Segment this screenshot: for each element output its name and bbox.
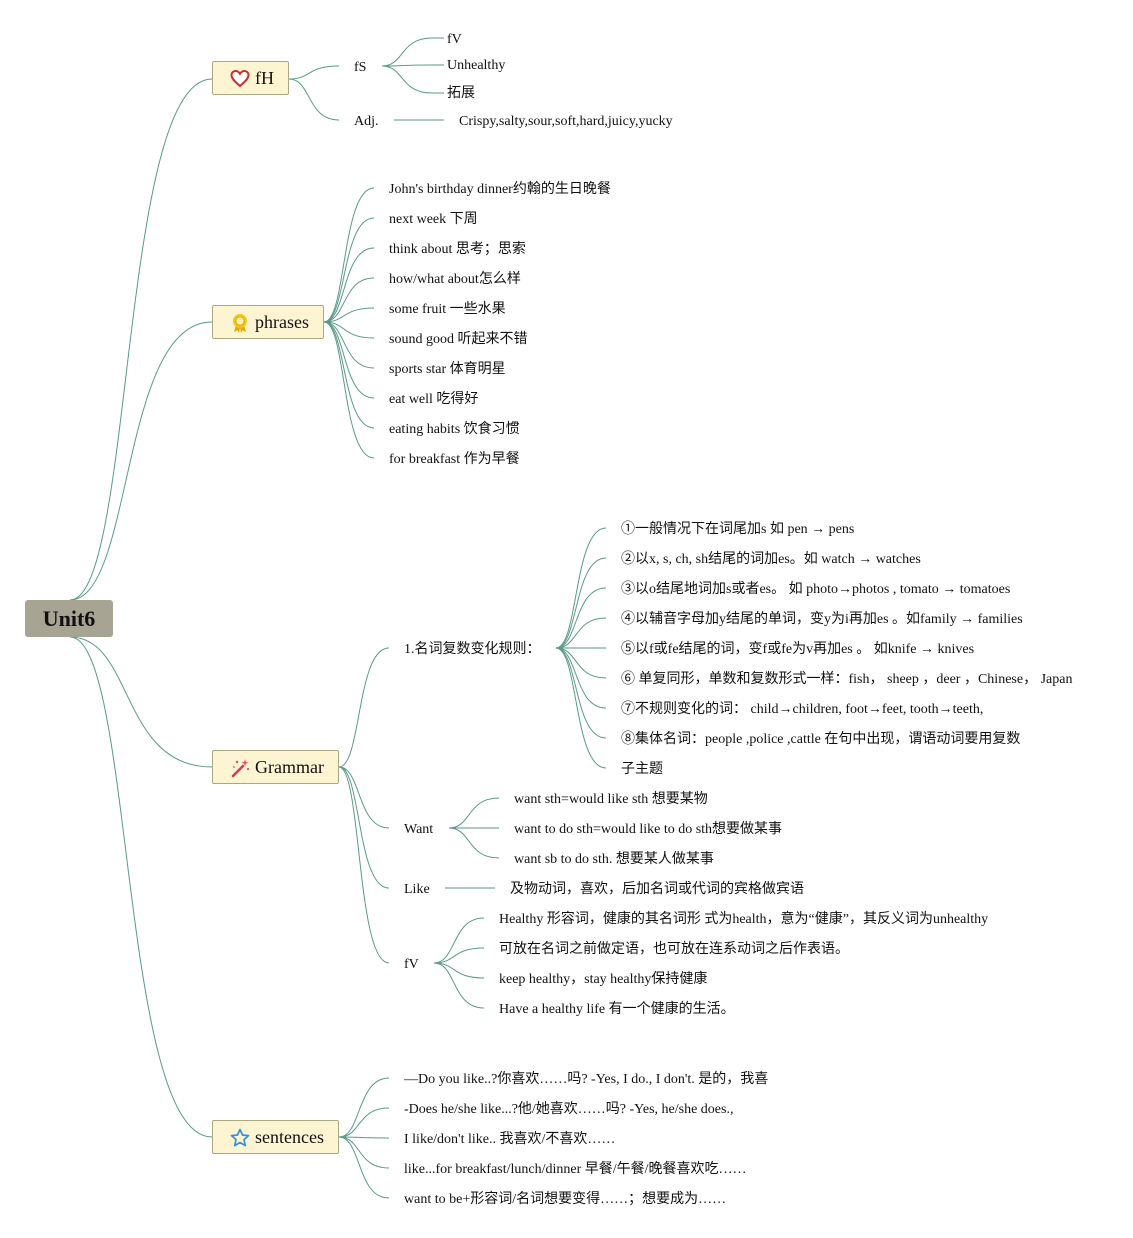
branch-label: phrases	[255, 312, 309, 332]
plural-rule-item[interactable]: ④以辅音字母加y结尾的单词，变y为i再加es 。如family → famili…	[621, 612, 1023, 627]
plural-rule-item[interactable]: 子主题	[621, 762, 663, 777]
connector-line	[338, 1136, 390, 1139]
want-item[interactable]: want sb to do sth. 想要某人做某事	[514, 852, 714, 867]
connector-line	[69, 636, 213, 1138]
connector-line	[433, 947, 485, 964]
connector-line	[555, 647, 607, 769]
want-item[interactable]: want sth=would like sth 想要某物	[514, 792, 708, 807]
connector-line	[323, 321, 375, 339]
heart-icon	[230, 69, 250, 88]
connector-line	[69, 636, 213, 768]
branch-label: Grammar	[255, 757, 324, 777]
connector-line	[433, 917, 485, 964]
star-icon	[230, 1128, 250, 1147]
fs-item-unhealthy[interactable]: Unhealthy	[447, 58, 506, 73]
fs-item-extension[interactable]: 拓展	[447, 86, 475, 101]
connector-line	[338, 1136, 390, 1169]
phrase-item[interactable]: some fruit 一些水果	[389, 302, 506, 317]
branch-fh[interactable]: fH	[212, 61, 289, 95]
fv-item[interactable]: Have a healthy life 有一个健康的生活。	[499, 1002, 735, 1017]
magic-wand-icon	[231, 759, 250, 778]
connector-line	[323, 247, 375, 323]
sentence-item[interactable]: like...for breakfast/lunch/dinner 早餐/午餐/…	[404, 1162, 747, 1177]
sentence-item[interactable]: I like/don't like.. 我喜欢/不喜欢……	[404, 1132, 616, 1147]
fv-item[interactable]: keep healthy，stay healthy保持健康	[499, 972, 708, 987]
connector-line	[338, 1077, 390, 1138]
connector-line	[448, 797, 500, 829]
connector-line	[381, 65, 444, 94]
phrase-item[interactable]: sports star 体育明星	[389, 362, 506, 377]
plural-rule-item[interactable]: ⑦不规则变化的词： child→children, foot→feet, too…	[621, 702, 984, 717]
sentence-item[interactable]: —Do you like..?你喜欢……吗? -Yes, I do., I do…	[404, 1072, 769, 1087]
sentence-item[interactable]: want to be+形容词/名词想要变得……；想要成为……	[404, 1192, 727, 1207]
connector-line	[323, 321, 375, 459]
connector-line	[555, 557, 607, 649]
award-ribbon-icon	[233, 314, 247, 333]
fs-label[interactable]: fS	[354, 60, 367, 75]
connector-line	[338, 647, 390, 768]
adj-value[interactable]: Crispy,salty,sour,soft,hard,juicy,yucky	[459, 114, 673, 129]
connector-line	[433, 962, 485, 1009]
phrase-item[interactable]: John's birthday dinner约翰的生日晚餐	[389, 182, 611, 197]
phrase-item[interactable]: for breakfast 作为早餐	[389, 452, 520, 467]
branch-grammar[interactable]: Grammar	[212, 750, 339, 784]
connector-line	[433, 962, 485, 979]
connector-line	[555, 647, 607, 679]
root-node[interactable]: Unit6	[25, 600, 113, 637]
phrase-item[interactable]: next week 下周	[389, 212, 478, 227]
want-item[interactable]: want to do sth=would like to do sth想要做某事	[514, 822, 783, 837]
branch-label: sentences	[255, 1127, 324, 1147]
plural-rule-item[interactable]: ⑧集体名词：people ,police ,cattle 在句中出现，谓语动词要…	[621, 732, 1021, 747]
plural-rule-item[interactable]: ⑤以f或fe结尾的词，变f或fe为v再加es 。 如knife → knives	[621, 642, 975, 657]
connector-line	[555, 647, 607, 709]
phrase-item[interactable]: eat well 吃得好	[389, 392, 479, 407]
fs-item-fv[interactable]: fV	[447, 32, 462, 47]
branch-label: fH	[255, 68, 274, 88]
connector-line	[381, 37, 444, 67]
phrase-item[interactable]: how/what about怎么样	[389, 272, 521, 287]
branch-sentences[interactable]: sentences	[212, 1120, 339, 1154]
connector-line	[448, 827, 500, 859]
sentence-item[interactable]: -Does he/she like...?他/她喜欢……吗? -Yes, he/…	[404, 1102, 734, 1117]
connector-line	[338, 1136, 390, 1199]
branch-phrases[interactable]: phrases	[212, 305, 324, 339]
adj-label[interactable]: Adj.	[354, 114, 379, 129]
connector-line	[338, 766, 390, 829]
connector-line	[555, 617, 607, 649]
connector-line	[381, 64, 444, 67]
plural-rule-item[interactable]: ①一般情况下在词尾加s 如 pen → pens	[621, 522, 855, 537]
connector-line	[338, 766, 390, 889]
plural-rule-item[interactable]: ⑥ 单复同形，单数和复数形式一样：fish， sheep ，deer ，Chin…	[621, 672, 1073, 687]
want-label[interactable]: Want	[404, 822, 434, 837]
fv-label[interactable]: fV	[404, 957, 419, 972]
connector-line	[323, 307, 375, 323]
connector-line	[69, 321, 213, 601]
connector-line	[323, 321, 375, 369]
connector-line	[288, 78, 340, 121]
fv-item[interactable]: 可放在名词之前做定语，也可放在连系动词之后作表语。	[499, 942, 849, 957]
fv-item[interactable]: Healthy 形容词，健康的其名词形 式为health，意为“健康”，其反义词…	[499, 912, 989, 927]
phrase-item[interactable]: think about 思考；思索	[389, 242, 526, 257]
connector-line	[323, 277, 375, 323]
connector-line	[69, 78, 213, 601]
connector-line	[323, 217, 375, 323]
connector-line	[555, 587, 607, 649]
like-label[interactable]: Like	[404, 882, 430, 897]
phrase-item[interactable]: eating habits 饮食习惯	[389, 422, 520, 437]
plural-rule-item[interactable]: ②以x, s, ch, sh结尾的词加es。如 watch → watches	[621, 552, 921, 567]
phrase-item[interactable]: sound good 听起来不错	[389, 332, 528, 347]
plural-rule-item[interactable]: ③以o结尾地词加s或者es。 如 photo→photos , tomato →…	[621, 582, 1011, 597]
like-value[interactable]: 及物动词，喜欢，后加名词或代词的宾格做宾语	[510, 882, 804, 897]
connector-line	[338, 766, 390, 964]
connector-line	[338, 1107, 390, 1138]
connector-line	[288, 65, 340, 80]
connector-line	[323, 321, 375, 399]
connector-line	[555, 527, 607, 649]
plural-rules-label[interactable]: 1.名词复数变化规则：	[404, 642, 541, 657]
connector-line	[323, 187, 375, 323]
